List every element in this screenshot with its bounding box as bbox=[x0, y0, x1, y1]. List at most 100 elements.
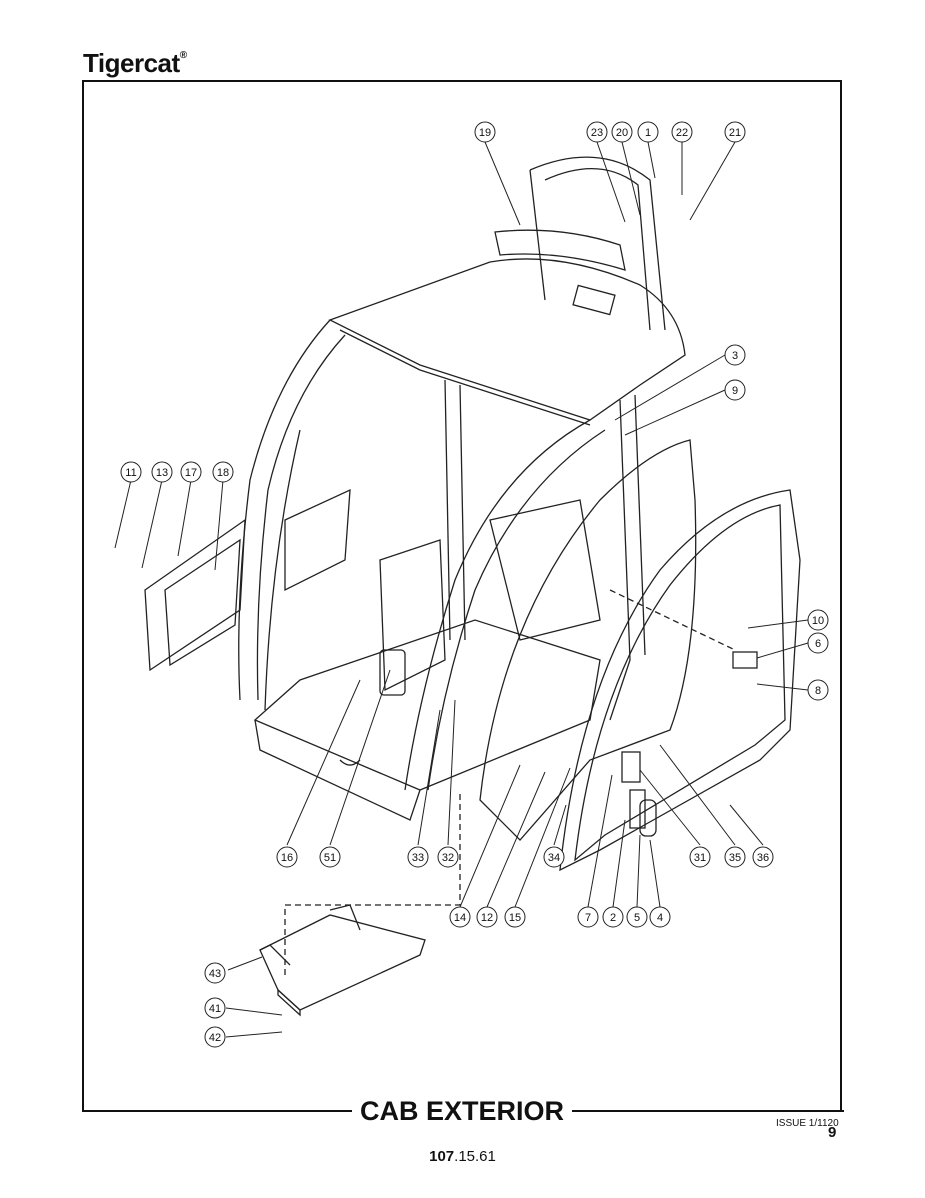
issue-label: ISSUE 1/1120 bbox=[776, 1118, 839, 1129]
callout-label: 8 bbox=[815, 685, 821, 697]
callout-9: 9 bbox=[724, 379, 746, 401]
callout-label: 4 bbox=[657, 912, 663, 924]
callout-label: 51 bbox=[324, 852, 336, 864]
title-rule-right bbox=[572, 1110, 844, 1112]
callout-circle bbox=[120, 461, 142, 483]
leader-lines bbox=[114, 141, 809, 1038]
callout-circle bbox=[626, 906, 648, 928]
door-handle-bracket bbox=[629, 789, 646, 829]
roof-hatch bbox=[572, 284, 616, 316]
title-rule-left bbox=[82, 1110, 352, 1112]
callout-label: 33 bbox=[412, 852, 424, 864]
latch-plate bbox=[732, 651, 758, 669]
leader-dashed-latch bbox=[609, 589, 736, 651]
callout-label: 34 bbox=[548, 852, 560, 864]
callout-19: 19 bbox=[474, 121, 496, 143]
callout-label: 16 bbox=[281, 852, 293, 864]
leader-dashed-step bbox=[284, 790, 461, 975]
cab-roof bbox=[328, 258, 686, 421]
callout-circle bbox=[204, 962, 226, 984]
callout-circle bbox=[807, 632, 829, 654]
callout-circle bbox=[543, 846, 565, 868]
callout-20: 20 bbox=[611, 121, 633, 143]
callout-36: 36 bbox=[752, 846, 774, 868]
callout-label: 11 bbox=[125, 467, 136, 479]
callout-21: 21 bbox=[724, 121, 746, 143]
callout-34: 34 bbox=[543, 846, 565, 868]
callout-17: 17 bbox=[180, 461, 202, 483]
callout-circle bbox=[689, 846, 711, 868]
callout-label: 5 bbox=[634, 912, 640, 924]
rear-frame bbox=[529, 156, 666, 331]
callout-circle bbox=[449, 906, 471, 928]
callout-13: 13 bbox=[151, 461, 173, 483]
callout-41: 41 bbox=[204, 997, 226, 1019]
callout-22: 22 bbox=[671, 121, 693, 143]
callout-circle bbox=[724, 121, 746, 143]
callout-43: 43 bbox=[204, 962, 226, 984]
side-window-seal bbox=[164, 538, 241, 667]
door-seal bbox=[479, 439, 697, 841]
brand-mark: ® bbox=[179, 50, 187, 61]
callout-circle bbox=[504, 906, 526, 928]
callout-circle bbox=[577, 906, 599, 928]
cab-floor bbox=[253, 619, 601, 791]
tigercat-logo: Tigercat® bbox=[83, 48, 187, 79]
document-number: 107.15.61 bbox=[0, 1148, 925, 1165]
callout-label: 36 bbox=[757, 852, 769, 864]
callout-label: 17 bbox=[185, 467, 197, 479]
callout-circle bbox=[637, 121, 659, 143]
callout-label: 42 bbox=[209, 1032, 221, 1044]
side-window-panel bbox=[144, 518, 246, 672]
callout-3: 3 bbox=[724, 344, 746, 366]
callout-11: 11 bbox=[120, 461, 142, 483]
callout-label: 7 bbox=[585, 912, 591, 924]
callout-label: 19 bbox=[479, 127, 491, 139]
callout-2: 2 bbox=[602, 906, 624, 928]
callout-circle bbox=[649, 906, 671, 928]
callout-circle bbox=[724, 846, 746, 868]
callout-label: 3 bbox=[732, 350, 738, 362]
callout-label: 22 bbox=[676, 127, 688, 139]
door-handle bbox=[639, 799, 657, 837]
callout-circle bbox=[204, 997, 226, 1019]
callout-circle bbox=[724, 344, 746, 366]
cab-front-arch bbox=[404, 419, 591, 791]
callout-label: 12 bbox=[481, 912, 493, 924]
callout-circle bbox=[671, 121, 693, 143]
hinge-plate bbox=[379, 649, 406, 696]
callout-label: 31 bbox=[694, 852, 706, 864]
callout-15: 15 bbox=[504, 906, 526, 928]
callout-7: 7 bbox=[577, 906, 599, 928]
cab-door bbox=[559, 489, 801, 872]
callout-circle bbox=[212, 461, 234, 483]
callout-51: 51 bbox=[319, 846, 341, 868]
callout-circle bbox=[602, 906, 624, 928]
cab-drawing bbox=[144, 156, 801, 1017]
callout-5: 5 bbox=[626, 906, 648, 928]
callout-6: 6 bbox=[807, 632, 829, 654]
callout-circle bbox=[474, 121, 496, 143]
callout-1: 1 bbox=[637, 121, 659, 143]
callout-14: 14 bbox=[449, 906, 471, 928]
callout-12: 12 bbox=[476, 906, 498, 928]
callout-circle bbox=[276, 846, 298, 868]
callout-label: 13 bbox=[156, 467, 168, 479]
callout-circle bbox=[807, 679, 829, 701]
callout-label: 20 bbox=[616, 127, 628, 139]
cab-left-pillar bbox=[238, 319, 331, 701]
callout-23: 23 bbox=[586, 121, 608, 143]
brand-name: Tigercat bbox=[83, 48, 180, 78]
callout-label: 2 bbox=[610, 912, 616, 924]
callout-circle bbox=[407, 846, 429, 868]
callout-label: 41 bbox=[209, 1003, 221, 1015]
callout-label: 15 bbox=[509, 912, 521, 924]
callout-circle bbox=[180, 461, 202, 483]
callout-label: 35 bbox=[729, 852, 741, 864]
page-title: CAB EXTERIOR bbox=[359, 1096, 565, 1126]
callout-label: 6 bbox=[815, 638, 821, 650]
callout-label: 10 bbox=[812, 615, 824, 627]
callout-circle bbox=[807, 609, 829, 631]
